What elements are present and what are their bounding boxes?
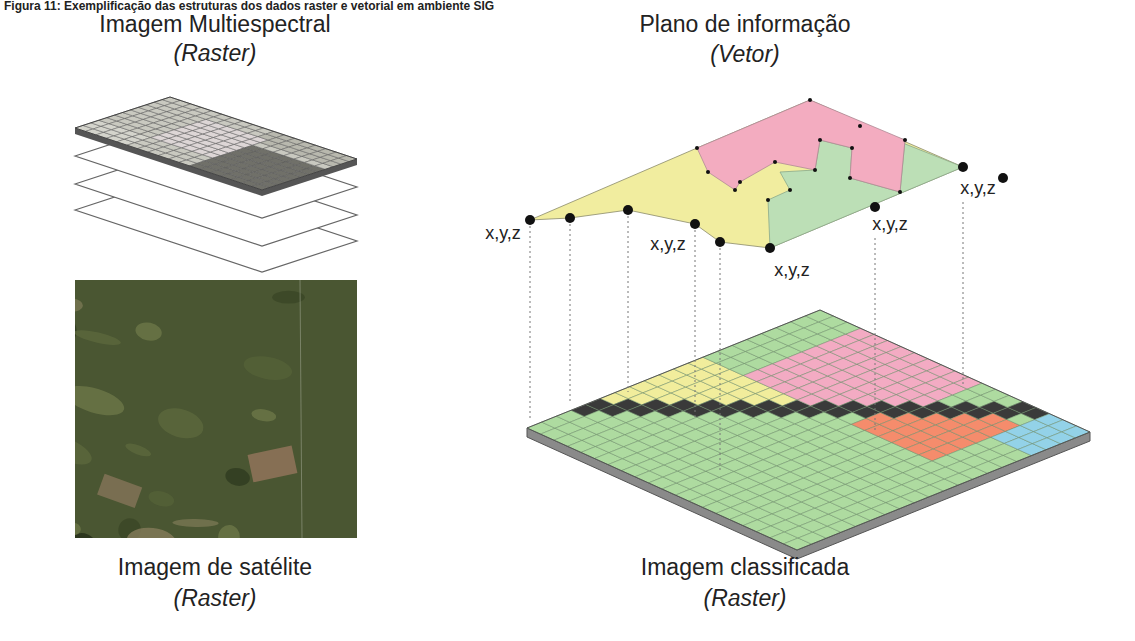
terrain-patch [75,521,83,537]
slab-outline [527,310,1090,550]
terrain-patch [124,441,153,459]
vertex-dot [898,190,902,194]
terrain-patch [242,353,294,384]
road-line [300,280,302,538]
field-patch [248,446,298,483]
satellite-image [75,280,357,538]
band-layer [75,125,357,218]
projection-line [875,238,876,432]
terrain-patch [125,525,178,538]
class-cell [1062,426,1090,438]
terrain-patch [75,380,128,421]
vertex-dot [808,98,812,102]
terrain-patch [217,524,240,538]
panel-caption: (Raster) [173,40,256,66]
coordinate-label: x,y,z [872,214,908,235]
vertex-dot [788,188,792,192]
panel-caption: Imagem classificada [641,554,849,580]
terrain-patch [75,430,96,471]
panel-caption: (Raster) [173,585,256,611]
terrain-patch [172,519,218,528]
terrain-patch [224,466,252,488]
coordinate-label: x,y,z [485,223,521,244]
coordinate-label: x,y,z [960,178,996,199]
terrain-patch [134,320,164,343]
vertex-point [958,162,968,172]
vertex-dot [706,170,710,174]
vertex-point [565,213,575,223]
vertex-point [870,202,880,212]
terrain-patch [154,403,207,443]
vertex-dot [850,146,854,150]
panel-caption: (Vetor) [710,41,779,67]
terrain-patch [147,489,176,509]
vertex-point [525,215,535,225]
coordinate-label: x,y,z [774,260,810,281]
field-patch [97,474,142,508]
terrain-patch [75,298,83,313]
vertex-point [715,237,725,247]
vertex-dot [733,188,737,192]
slab-edge [527,428,1090,559]
vertex-dot [695,146,699,150]
vertex-dot [848,176,852,180]
vertex-dot [818,138,822,142]
projection-line [963,202,964,386]
vertex-dot [766,198,770,202]
vertex-dot [903,138,907,142]
multispectral-stack [75,97,357,272]
vertex-dot [858,124,862,128]
vertex-dot [813,168,817,172]
vertex-point [623,205,633,215]
projection-line [720,248,721,470]
projection-line [570,224,571,402]
projection-line [628,216,629,392]
layer-edge [75,128,357,196]
panel-caption: Imagem Multiespectral [99,11,330,37]
terrain-patch [251,408,277,424]
vertex-point [765,243,775,253]
vertex-point [690,219,700,229]
coordinate-label: x,y,z [650,234,686,255]
vertex-point [998,173,1008,183]
vector-area [697,100,905,192]
vertex-dot [738,180,742,184]
vector-area [530,100,963,248]
classified-image [527,310,1090,559]
panel-caption: Imagem de satélite [118,554,312,580]
panel-caption: Plano de informação [640,11,851,37]
layer-outline [75,97,357,190]
projection-line [695,230,696,420]
projection-line [530,226,531,418]
panel-caption: (Raster) [703,585,786,611]
vector-plane [525,98,1008,253]
vertex-dot [773,160,777,164]
terrain-patch [75,327,122,348]
